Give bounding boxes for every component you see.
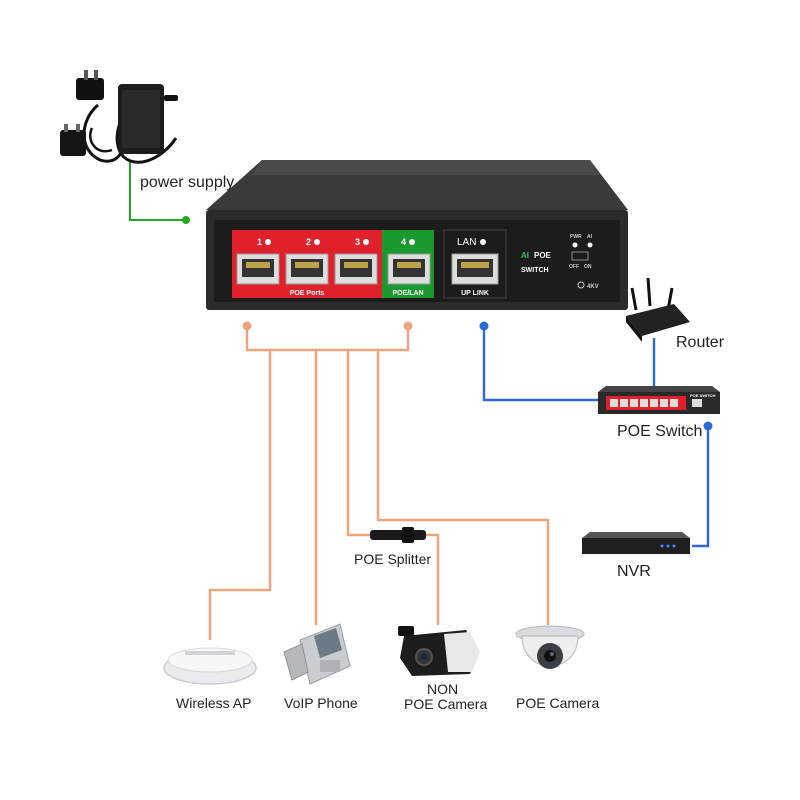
port-2-led [314, 239, 320, 245]
router-label: Router [676, 334, 725, 351]
pwr-label: PWR [570, 234, 582, 240]
port-lan[interactable] [451, 253, 499, 285]
uplink-connections [479, 321, 713, 548]
poe-splitter-icon [370, 527, 426, 543]
wireless-ap-icon [163, 647, 257, 685]
uplink-label: UP LINK [461, 290, 489, 297]
poe-switch-label: POE Switch [617, 423, 702, 440]
surge-label: 4KV [587, 284, 599, 290]
port-1-label: 1 [257, 237, 262, 247]
non-poe-camera-icon [398, 626, 480, 676]
wireless-ap-label: Wireless AP [176, 695, 251, 711]
poe-switch-device: 1 2 3 4 LAN POE Ports POE/LAN UP LINK AI… [206, 160, 628, 310]
port-4[interactable] [387, 253, 431, 285]
power-connection [129, 160, 190, 224]
port-2-label: 2 [306, 237, 311, 247]
port-3-label: 3 [355, 237, 360, 247]
poe-camera-label: POE Camera [516, 695, 599, 711]
poe-brand-label: POE [534, 251, 552, 260]
non-poe-camera-label-1: NON [427, 681, 458, 697]
on-label: ON [584, 264, 592, 270]
nvr-label: NVR [617, 563, 651, 580]
port-1-led [265, 239, 271, 245]
poe-splitter-label: POE Splitter [354, 551, 431, 567]
poe-switch-small-label: POE SWITCH [690, 393, 715, 398]
ai-label: AI [521, 251, 529, 260]
ai-led [587, 242, 593, 248]
poe-camera-icon [515, 625, 585, 669]
switch-brand-label: SWITCH [521, 267, 549, 274]
off-label: OFF [569, 264, 579, 270]
nvr-icon [582, 532, 690, 554]
port-3[interactable] [334, 253, 378, 285]
voip-phone-icon [283, 623, 351, 685]
port-1[interactable] [236, 253, 280, 285]
port-4-led [409, 239, 415, 245]
power-supply-icon [60, 70, 178, 164]
poe-ports-label: POE Ports [290, 290, 325, 297]
port-2[interactable] [285, 253, 329, 285]
router-icon [626, 277, 690, 342]
poe-connections [208, 321, 550, 640]
ai-dip-switch[interactable] [571, 251, 589, 261]
voip-phone-label: VoIP Phone [284, 695, 358, 711]
power-supply-label: power supply [140, 174, 234, 191]
port-3-led [363, 239, 369, 245]
ai-led-label: AI [587, 234, 593, 240]
port-4-label: 4 [401, 237, 406, 247]
poe-lan-label: POE/LAN [392, 290, 423, 297]
poe-switch-small-icon: POE SWITCH [598, 386, 720, 414]
non-poe-camera-label-2: POE Camera [404, 696, 487, 712]
surge-icon [577, 281, 585, 289]
lan-label: LAN [457, 237, 476, 248]
pwr-led [572, 242, 578, 248]
lan-led [480, 239, 486, 245]
